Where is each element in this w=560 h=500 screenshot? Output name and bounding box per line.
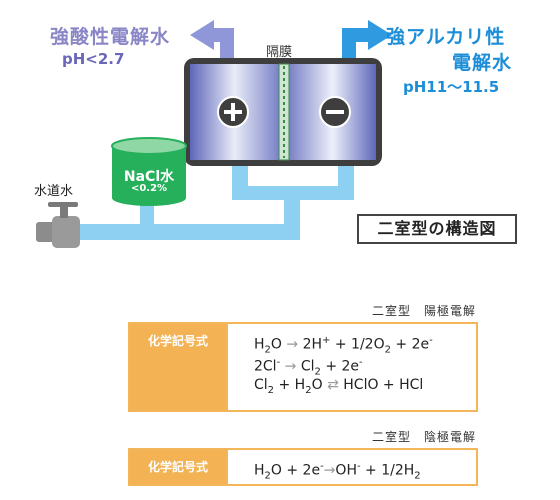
- equation-list: H2O → 2H+ + 1/2O2 + 2e- 2Cl- → Cl2 + 2e-…: [226, 324, 476, 410]
- equation-row: 2Cl- → Cl2 + 2e-: [254, 357, 363, 378]
- reaction-arrow: →: [286, 336, 299, 353]
- cathode-minus-icon: [319, 96, 351, 128]
- nacl-tank: [111, 137, 187, 206]
- anode-plus-icon: [217, 96, 249, 128]
- equilibrium-arrow: ⇄: [327, 377, 339, 393]
- anode-equation-table: 化学記号式 H2O → 2H+ + 1/2O2 + 2e- 2Cl- → Cl2…: [128, 322, 478, 412]
- electrolysis-diagram: 強酸性電解水 pH<2.7 強アルカリ性 電解水 pH11～11.5 隔膜 水道…: [34, 20, 517, 248]
- nacl-concentration: <0.2%: [130, 183, 168, 194]
- reaction-arrow: →: [284, 358, 297, 375]
- equation-row: Cl2 + H2O ⇄ HClO + HCl: [254, 377, 424, 396]
- diagram-graphic: [36, 20, 392, 248]
- structure-title-box: 二室型の構造図: [357, 214, 517, 244]
- table-header: 化学記号式: [130, 450, 226, 484]
- membrane-label: 隔膜: [266, 45, 293, 60]
- alkaline-water-label-line2: 電解水: [452, 52, 513, 74]
- cathode-caption: 二室型 陰極電解: [372, 430, 477, 444]
- equation-list: H2O + 2e-→OH- + 1/2H2: [226, 450, 476, 484]
- alkaline-ph-label: pH11～11.5: [403, 78, 500, 96]
- water-pipes: [80, 160, 354, 240]
- tap-water-label: 水道水: [34, 184, 74, 199]
- equation-row: H2O → 2H+ + 1/2O2 + 2e-: [254, 335, 433, 356]
- anode-caption: 二室型 陽極電解: [372, 304, 477, 318]
- faucet-icon: [36, 202, 80, 248]
- reaction-arrow: →: [323, 462, 336, 479]
- equation-row: H2O + 2e-→OH- + 1/2H2: [254, 461, 421, 482]
- nacl-label: NaCl水: [123, 169, 175, 185]
- electrolysis-cell: [184, 58, 382, 166]
- acid-ph-label: pH<2.7: [62, 50, 125, 68]
- table-header: 化学記号式: [130, 324, 226, 410]
- alkaline-water-label: 強アルカリ性: [386, 26, 506, 48]
- cathode-equation-table: 化学記号式 H2O + 2e-→OH- + 1/2H2: [128, 448, 478, 486]
- acid-water-label: 強酸性電解水: [50, 26, 171, 48]
